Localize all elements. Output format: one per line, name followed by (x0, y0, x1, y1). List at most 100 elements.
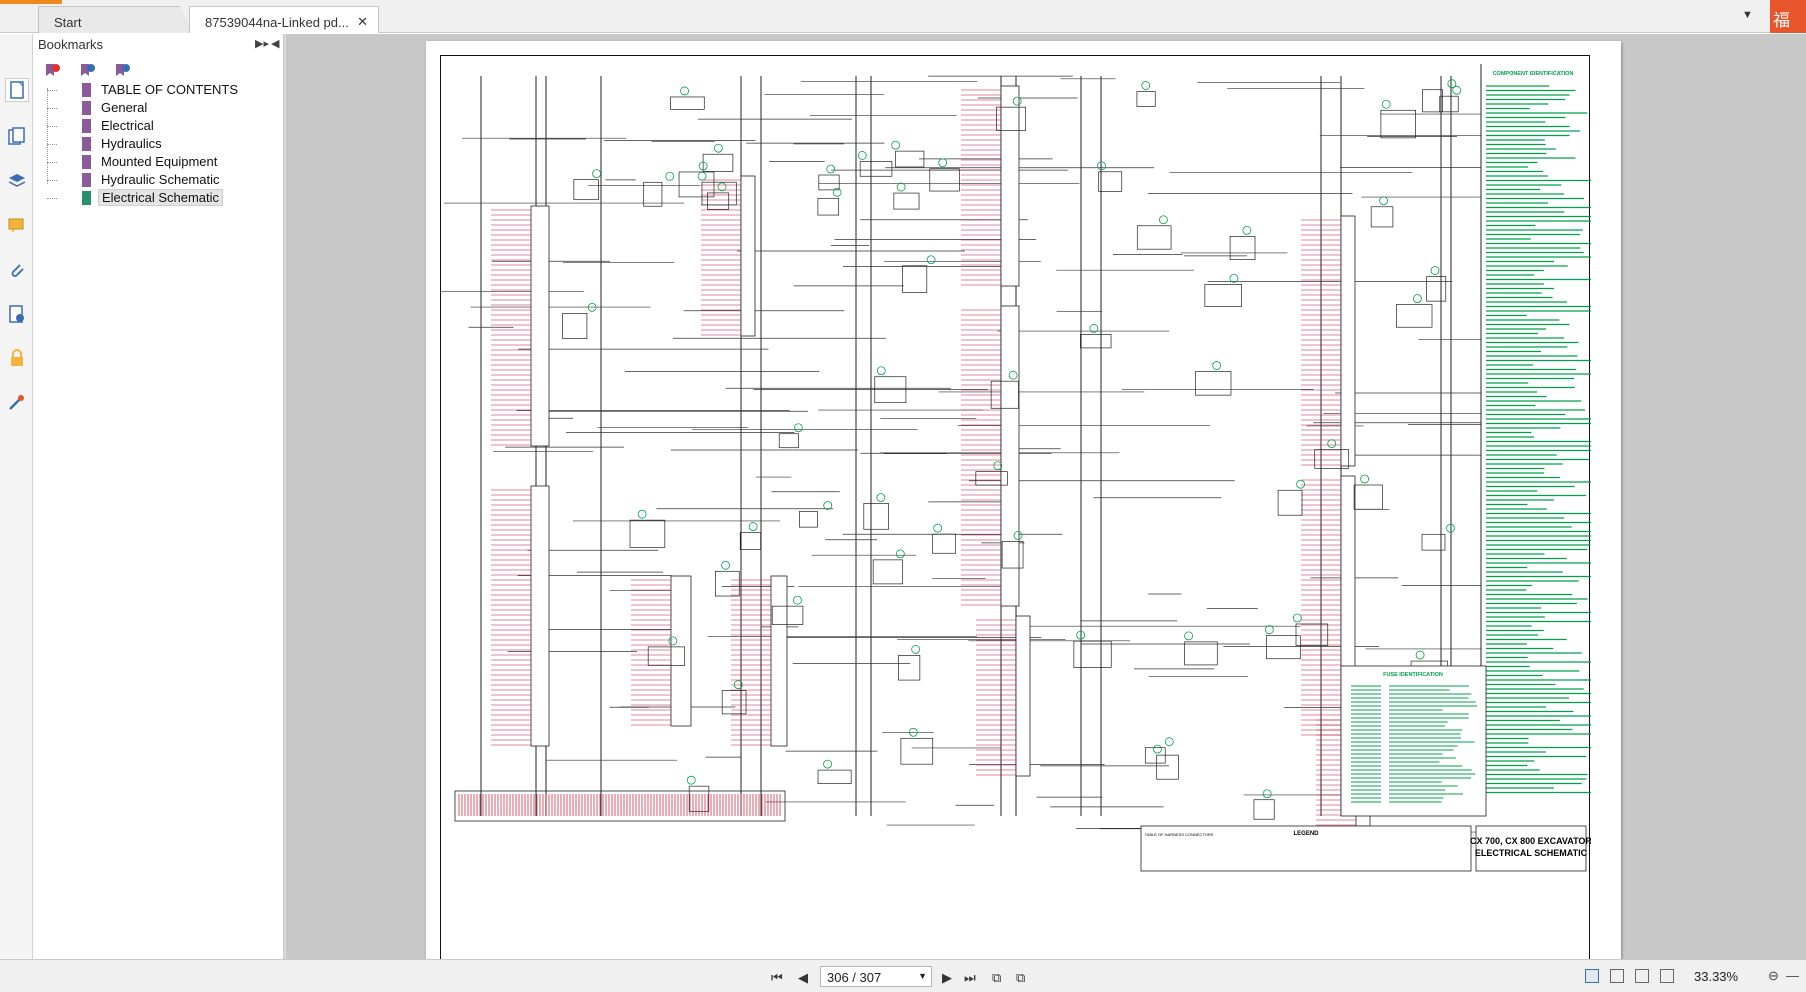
bookmark-item[interactable]: Hydraulic Schematic (47, 171, 268, 189)
next-page-icon[interactable]: ▶ (942, 970, 952, 985)
component-box (1001, 541, 1024, 569)
component-tag (686, 775, 696, 785)
bookmark-label: TABLE OF CONTENTS (101, 82, 238, 97)
bookmark-item-selected[interactable]: Electrical Schematic (47, 189, 268, 207)
component-box (1370, 206, 1394, 228)
signature-icon[interactable] (5, 302, 29, 326)
connector-block (740, 175, 756, 337)
last-page-icon[interactable]: ⏭ (964, 970, 976, 985)
component-box (721, 690, 747, 715)
collapse-panel-icon[interactable]: ◀ (271, 38, 280, 50)
component-box (863, 503, 889, 530)
fuse-table (1340, 665, 1487, 817)
tree-connector (47, 88, 48, 184)
zoom-level[interactable]: 33.33% (1694, 969, 1739, 984)
previous-page-icon[interactable]: ◀ (798, 970, 808, 985)
component-box (678, 171, 715, 198)
component-box (799, 511, 818, 528)
copy-view-icon[interactable]: ⧉ (992, 970, 1002, 985)
component-tag (1097, 161, 1106, 171)
connector-block (1000, 305, 1020, 607)
page-thumbnail-icon[interactable] (5, 78, 29, 102)
component-box (701, 181, 737, 206)
bookmark-item[interactable]: General (47, 99, 268, 117)
split-view-icon[interactable]: ⧉ (1016, 970, 1026, 985)
delete-bookmark-icon[interactable] (44, 62, 62, 80)
component-box (1266, 635, 1301, 660)
legend-box (1140, 825, 1472, 872)
component-tag (733, 680, 743, 689)
connector-block (530, 485, 550, 747)
facing-view-icon[interactable] (1635, 969, 1649, 983)
close-tab-icon[interactable]: ✕ (357, 14, 368, 29)
zoom-out-icon[interactable]: ⊖ (1768, 968, 1779, 983)
component-tag (1164, 737, 1174, 747)
add-bookmark-icon[interactable] (79, 62, 97, 80)
comment-icon[interactable] (5, 214, 29, 238)
tab-bar: Start 87539044na-Linked pd... ✕ ▼ 福昕 (0, 0, 1806, 33)
component-box (1184, 641, 1218, 666)
continuous-facing-view-icon[interactable] (1660, 969, 1674, 983)
lock-icon[interactable] (5, 346, 29, 370)
bookmark-icon (82, 83, 91, 97)
bookmark-item[interactable]: Mounted Equipment (47, 153, 268, 171)
bookmark-item[interactable]: TABLE OF CONTENTS (47, 81, 268, 99)
component-box (932, 533, 956, 554)
page-number-field[interactable]: 306 / 307 ▼ (820, 966, 932, 987)
bookmark-item[interactable]: Hydraulics (47, 135, 268, 153)
component-box (1380, 109, 1416, 139)
wand-icon[interactable] (5, 390, 29, 414)
bookmark-toolbar (34, 58, 284, 86)
chevron-down-icon[interactable]: ▼ (1742, 9, 1753, 21)
component-box (1426, 276, 1447, 302)
schematic-title: CX 700, CX 800 EXCAVATOR (1470, 836, 1591, 846)
first-page-icon[interactable]: ⏮ (771, 970, 783, 985)
continuous-view-icon[interactable] (1610, 969, 1624, 983)
bookmark-icon (82, 173, 91, 187)
component-box (990, 380, 1019, 409)
component-box (893, 192, 920, 210)
bookmark-item[interactable]: Electrical (47, 117, 268, 135)
component-tag (823, 759, 832, 769)
component-tag (592, 169, 602, 178)
component-tag (1262, 789, 1272, 799)
component-tag (908, 727, 918, 737)
component-tag (1242, 225, 1252, 235)
find-bookmark-icon[interactable] (114, 62, 132, 80)
component-tag (1012, 96, 1022, 106)
component-tag (1141, 81, 1151, 90)
component-tag (823, 501, 833, 510)
layers-icon[interactable] (5, 169, 29, 193)
component-box (1439, 95, 1459, 113)
component-box (895, 150, 925, 168)
pages-icon[interactable] (5, 124, 29, 148)
component-tag (933, 523, 943, 533)
attachment-icon[interactable] (5, 258, 29, 282)
component-box (1136, 225, 1172, 250)
tab-document[interactable]: 87539044na-Linked pd... ✕ (189, 6, 379, 33)
component-box (647, 646, 686, 666)
bookmark-label: Mounted Equipment (101, 154, 218, 169)
panel-splitter[interactable] (284, 34, 286, 959)
single-page-view-icon[interactable] (1585, 969, 1599, 983)
tab-start[interactable]: Start (38, 6, 194, 33)
component-box (1204, 284, 1242, 307)
component-box (739, 532, 761, 550)
component-tag (748, 522, 758, 531)
component-tag (1264, 625, 1274, 635)
component-tag (698, 161, 708, 171)
component-box (1421, 533, 1446, 551)
bookmark-label: Electrical Schematic (98, 189, 224, 206)
brand-logo[interactable]: 福昕 (1770, 0, 1806, 33)
component-box (1195, 371, 1232, 396)
component-tag (1229, 273, 1239, 283)
component-tag (1360, 474, 1370, 484)
component-box (1156, 754, 1179, 780)
connector-block (530, 205, 550, 447)
expand-panel-icon[interactable]: ▶▸ (255, 38, 269, 50)
zoom-slider[interactable]: — (1786, 968, 1799, 983)
component-box (900, 737, 934, 765)
